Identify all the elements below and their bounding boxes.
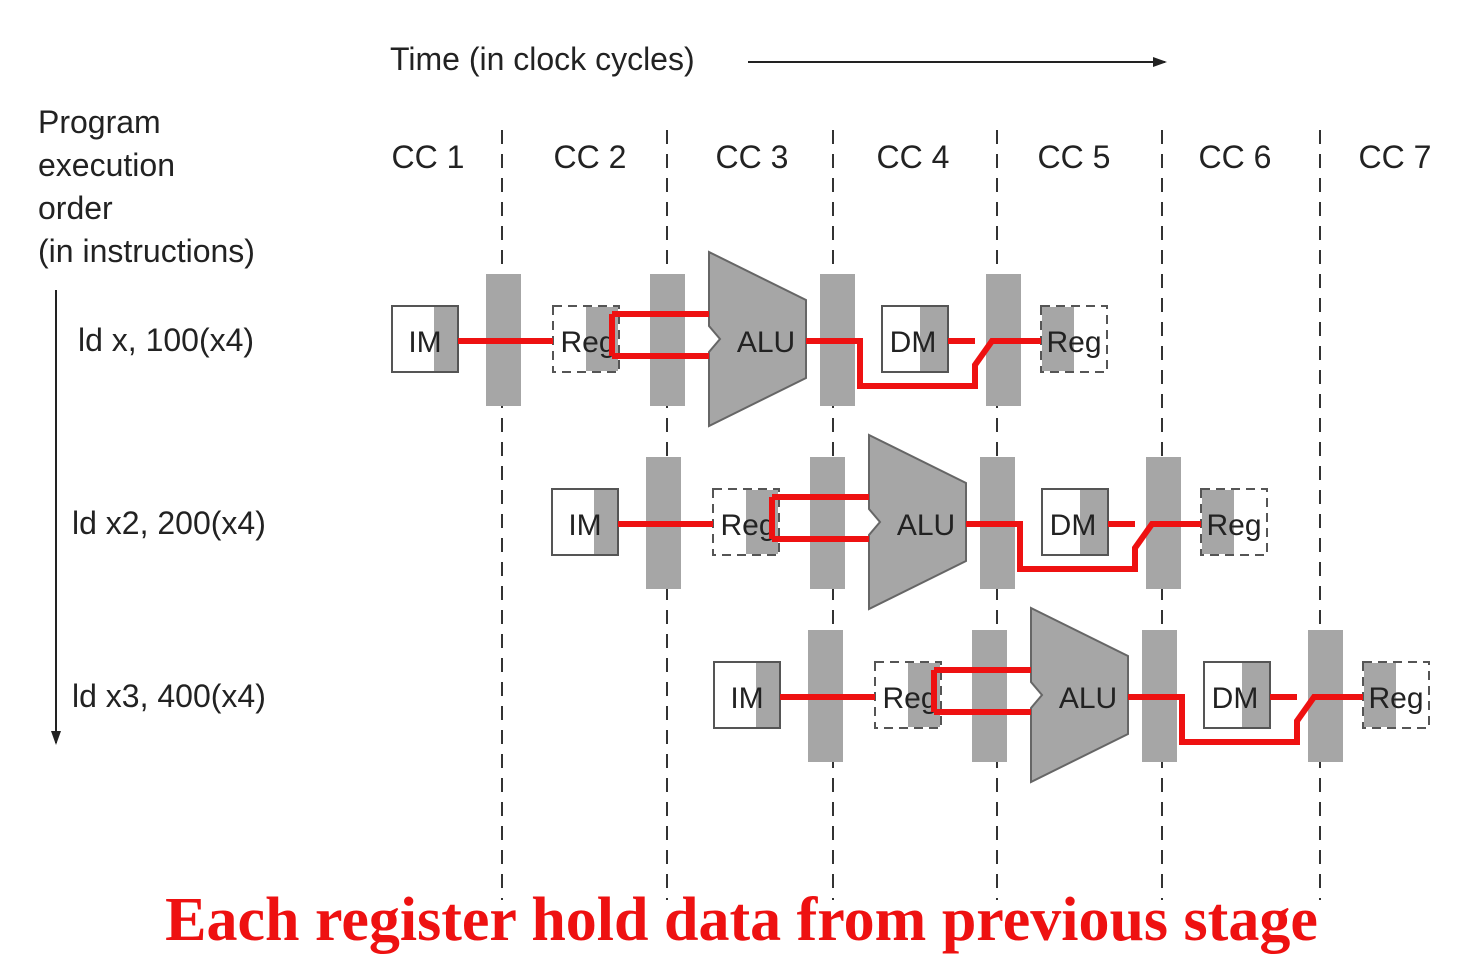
- pipeline-register: [650, 274, 685, 406]
- dm-label: DM: [890, 326, 937, 359]
- dm-shade: [920, 307, 947, 371]
- reg-write-shade: [1042, 307, 1074, 371]
- reg-read-label: Reg: [560, 326, 615, 359]
- clock-cycle-label: CC 7: [1359, 139, 1432, 175]
- execution-order-line: (in instructions): [38, 233, 255, 269]
- im-shade: [434, 307, 457, 371]
- execution-order-label: Program execution order (in instructions…: [38, 104, 255, 269]
- clock-cycle-label: CC 1: [392, 139, 465, 175]
- clock-cycle-label: CC 5: [1038, 139, 1111, 175]
- instruction-labels: ld x, 100(x4) ld x2, 200(x4) ld x3, 400(…: [72, 322, 266, 714]
- pipeline-row: [552, 435, 1267, 609]
- alu-label: ALU: [737, 326, 795, 359]
- execution-order-line: order: [38, 190, 113, 226]
- execution-order-line: execution: [38, 147, 175, 183]
- caption: Each register hold data from previous st…: [165, 886, 1318, 954]
- execution-order-line: Program: [38, 104, 161, 140]
- data-memory: DM: [881, 305, 949, 373]
- row-template: IM Reg ALU DM Reg: [391, 250, 1108, 428]
- clock-cycle-label: CC 4: [877, 139, 950, 175]
- clock-cycle-label: CC 3: [716, 139, 789, 175]
- time-axis-label: Time (in clock cycles): [390, 41, 695, 77]
- alu-shape: [708, 250, 807, 428]
- register-file-read: Reg: [552, 305, 620, 373]
- im-label: IM: [408, 326, 441, 359]
- instruction-label: ld x3, 400(x4): [72, 678, 266, 714]
- pipeline-row: IM Reg ALU DM Reg: [391, 250, 1108, 428]
- instruction-label: ld x, 100(x4): [78, 322, 254, 358]
- clock-cycle-labels: CC 1 CC 2 CC 3 CC 4 CC 5 CC 6 CC 7: [392, 139, 1432, 175]
- register-file-write: Reg: [1040, 305, 1108, 373]
- datapath: [458, 311, 1041, 389]
- pipeline-row: [714, 608, 1429, 782]
- reg-write-label: Reg: [1046, 326, 1101, 359]
- datapath-wire: [806, 338, 1041, 389]
- clock-cycle-label: CC 2: [554, 139, 627, 175]
- alu: ALU: [708, 250, 807, 428]
- instruction-memory: IM: [391, 305, 459, 373]
- clock-cycle-label: CC 6: [1199, 139, 1272, 175]
- instruction-label: ld x2, 200(x4): [72, 505, 266, 541]
